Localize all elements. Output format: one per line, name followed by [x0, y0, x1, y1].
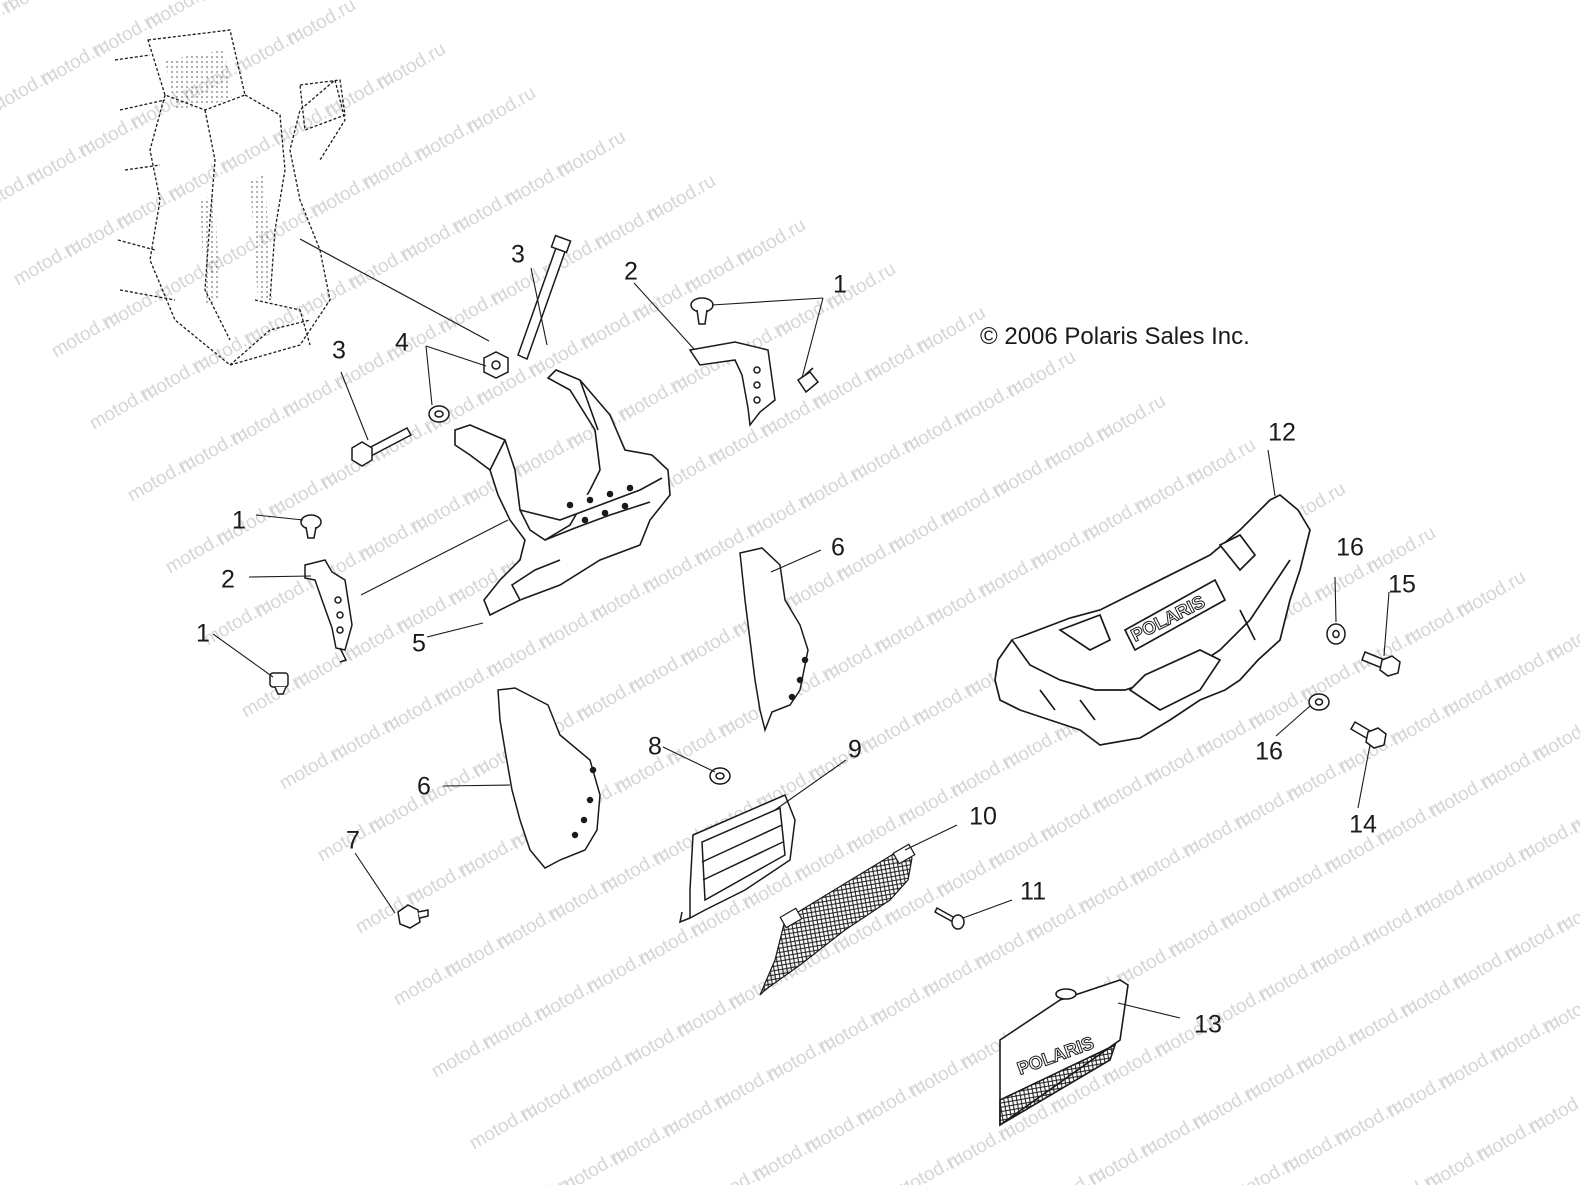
bolt-3-upper: [517, 234, 572, 361]
callout-6-left: 6: [417, 772, 431, 801]
callout-2-upper: 2: [624, 257, 638, 286]
vehicle-frame: [114, 29, 346, 366]
callout-10: 10: [969, 802, 997, 831]
callout-11: 11: [1020, 877, 1046, 906]
grille-mesh-10: [759, 843, 916, 996]
side-panel-6-left: [497, 687, 601, 869]
callout-1-mid: 1: [232, 506, 246, 535]
side-panel-6-right: [739, 547, 809, 733]
bolt-3-lower: [351, 427, 413, 467]
nut-4-upper: [483, 351, 509, 379]
push-clip-1-mid: [300, 514, 322, 539]
push-clip-1-lower: [269, 672, 289, 695]
front-bumper-12: [994, 493, 1311, 746]
push-clip-1-right: [796, 367, 820, 394]
bumper-frame-5: [454, 369, 671, 617]
callout-4: 4: [395, 328, 409, 357]
callout-3-upper: 3: [511, 240, 525, 269]
nameplate-13: [999, 979, 1129, 1127]
callout-1-lower: 1: [196, 619, 210, 648]
callout-5: 5: [412, 629, 426, 658]
callout-2-lower: 2: [221, 565, 235, 594]
callout-12: 12: [1268, 418, 1296, 447]
frame-leader-line: [299, 238, 490, 342]
callout-8: 8: [648, 732, 662, 761]
callout-16-lower: 16: [1255, 737, 1283, 766]
screw-11: [934, 906, 965, 930]
callout-14: 14: [1349, 810, 1377, 839]
callout-7: 7: [346, 826, 360, 855]
grille-frame-9: [678, 794, 796, 924]
push-rivet-7: [397, 904, 429, 929]
bolt-15: [1361, 651, 1401, 677]
nut-4-lower: [428, 405, 450, 423]
copyright-notice: © 2006 Polaris Sales Inc.: [980, 323, 1250, 350]
vehicle-frame-detail: [165, 50, 272, 305]
callout-13: 13: [1194, 1010, 1222, 1039]
bracket-2-upper: [688, 341, 776, 427]
callout-3-lower: 3: [332, 336, 346, 365]
grommet-8: [709, 767, 731, 785]
callout-1-upper: 1: [833, 270, 847, 299]
washer-16-lower: [1308, 693, 1330, 711]
callout-9: 9: [848, 735, 862, 764]
bolt-14: [1349, 720, 1387, 749]
callout-15: 15: [1388, 570, 1416, 599]
leader-lines: [212, 267, 1390, 1019]
callout-6-right: 6: [831, 533, 845, 562]
washer-16-upper: [1326, 623, 1346, 645]
bracket-2-lower: [304, 559, 353, 663]
push-clip-1-upper: [690, 297, 714, 325]
callout-16-upper: 16: [1336, 533, 1364, 562]
